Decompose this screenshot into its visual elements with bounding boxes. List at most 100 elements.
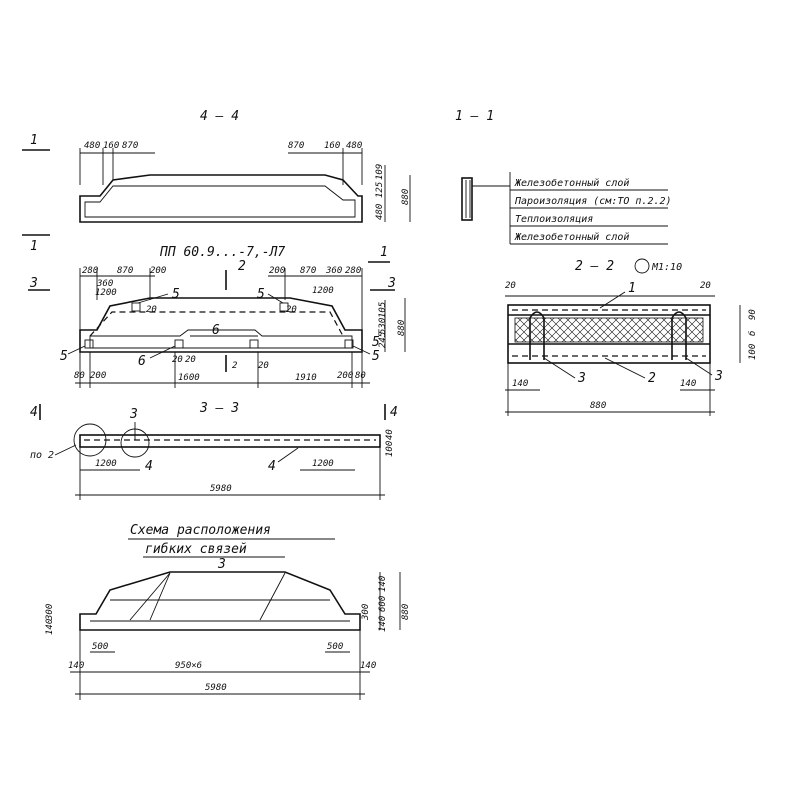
dim-530: 530 [378, 318, 388, 334]
callout-6-b: 6 [138, 354, 146, 369]
dim-160: 160 [103, 141, 119, 151]
callout-5-d: 5 [372, 349, 380, 364]
marker-3-right: 3 [387, 276, 396, 291]
layer-2-label: Пароизоляция (см:ТО п.2.2) [514, 196, 672, 207]
dim-90: 90 [748, 309, 758, 320]
small-20-b: 20 [286, 305, 297, 315]
dim-1200-r: 1200 [312, 286, 334, 296]
dim-160-r: 160 [324, 141, 340, 151]
callout-5-a: 5 [172, 287, 180, 302]
marker-1-left: 1 [30, 239, 38, 254]
callout-5-b: 5 [257, 287, 265, 302]
dim-140-br: 140 [360, 661, 376, 671]
callout-6-a: 6 [212, 323, 220, 338]
dim-140-lv: 140 [45, 619, 55, 635]
dim-20-r: 20 [700, 281, 711, 291]
section-2-2: 2 — 2 М1:10 20 20 1 2 3 3 90 б 100 140 1… [505, 258, 758, 416]
callout-4-a: 4 [145, 459, 153, 474]
dim-880-scheme: 880 [401, 604, 411, 620]
marker-3-left: 3 [29, 276, 38, 291]
panel-elevation: ПП 60.9...-7,-Л7 1 3 3 1 2 2 280 870 200… [22, 234, 407, 388]
dim-1200-33a: 1200 [95, 459, 117, 469]
dim-140-rv: 140 [378, 576, 388, 592]
section-4-4-title: 4 — 4 [200, 109, 239, 124]
dim-140-rv2: 140 [378, 616, 388, 632]
dim-870-pr: 870 [300, 266, 316, 276]
dim-200: 200 [150, 266, 166, 276]
dim-200-br: 200 [337, 371, 353, 381]
scheme-title-1: Схема расположения [130, 523, 271, 538]
dim-125: 125 [375, 182, 385, 198]
section-3-3-title: 3 — 3 [199, 401, 239, 416]
dim-80-r: 80 [355, 371, 366, 381]
section-4-4: 4 — 4 1 480 160 870 870 160 480 109 125 … [22, 109, 411, 223]
callout-4-b: 4 [268, 459, 276, 474]
small-20-e: 20 [258, 361, 269, 371]
layer-3-label: Теплоизоляция [515, 214, 593, 225]
callout-3-l: 3 [577, 371, 586, 386]
scale-label: М1:10 [651, 262, 682, 273]
dim-1200: 1200 [95, 288, 117, 298]
dim-360-r: 360 [325, 266, 342, 276]
dim-1910: 1910 [295, 373, 317, 383]
leader-po-2: по 2 [30, 450, 54, 461]
dim-109: 109 [375, 164, 385, 180]
dim-140-l: 140 [512, 379, 528, 389]
dim-880-22: 880 [590, 401, 606, 411]
scheme-title-2: гибких связей [145, 542, 247, 557]
section-2-2-title: 2 — 2 [575, 259, 614, 274]
dim-80-l: 80 [74, 371, 85, 381]
layer-1-label: Железобетонный слой [514, 177, 629, 189]
dim-200-r: 200 [269, 266, 285, 276]
dim-300-r: 300 [361, 604, 371, 621]
dim-880-panel: 880 [397, 320, 407, 336]
section-1-1: 1 — 1 Железобетонный слой Пароизоляция (… [455, 109, 672, 245]
dim-500-r: 500 [327, 642, 343, 652]
dim-480-v: 480 [375, 204, 385, 220]
dim-100-33: 100 [385, 441, 395, 457]
dim-140-r: 140 [680, 379, 696, 389]
layer-4-label: Железобетонный слой [514, 231, 629, 243]
dim-880-44: 880 [401, 189, 411, 205]
callout-5-c: 5 [60, 349, 68, 364]
dim-480-r: 480 [346, 141, 362, 151]
dim-280: 280 [82, 266, 98, 276]
callout-2: 2 [648, 371, 656, 386]
flex-tie-scheme: Схема расположения гибких связей 3 300 1… [45, 523, 411, 700]
panel-title: ПП 60.9...-7,-Л7 [159, 245, 285, 260]
dim-870-p: 870 [117, 266, 133, 276]
section-1-1-title: 1 — 1 [455, 109, 494, 124]
dim-480: 480 [84, 141, 100, 151]
dim-280-r: 280 [345, 266, 361, 276]
dim-100: 100 [748, 344, 758, 360]
dim-870: 870 [122, 141, 138, 151]
callout-3-r: 3 [714, 369, 723, 384]
dim-105: 105 [378, 302, 388, 318]
cut-mark-1: 1 [30, 133, 38, 148]
dim-600: 600 [378, 596, 388, 612]
marker-1-right: 1 [380, 245, 388, 260]
marker-4-l: 4 [30, 405, 38, 420]
callout-5-e: 5 [372, 335, 380, 350]
scale-circle [634, 258, 650, 274]
callout-1: 1 [628, 281, 636, 296]
dim-245: 245 [378, 332, 388, 348]
dim-20-l: 20 [505, 281, 516, 291]
small-20-c: 20 [172, 355, 183, 365]
dim-1600: 1600 [178, 373, 200, 383]
small-20-a: 20 [146, 305, 157, 315]
marker-2-top: 2 [238, 259, 246, 274]
dim-1200-33b: 1200 [312, 459, 334, 469]
dim-360: 360 [96, 279, 113, 289]
section-3-3: 3 — 3 4 4 3 4 4 по 2 1200 1200 40 100 59… [30, 401, 398, 500]
dim-140-bl: 140 [68, 661, 84, 671]
small-20-d: 20 [185, 355, 196, 365]
dim-200-bl: 200 [90, 371, 106, 381]
marker-4-r: 4 [390, 405, 398, 420]
dim-500-l: 500 [92, 642, 108, 652]
dim-40: 40 [385, 429, 395, 440]
callout-3-scheme: 3 [217, 557, 226, 572]
marker-2-bottom: 2 [232, 361, 237, 371]
dim-870-r: 870 [288, 141, 304, 151]
